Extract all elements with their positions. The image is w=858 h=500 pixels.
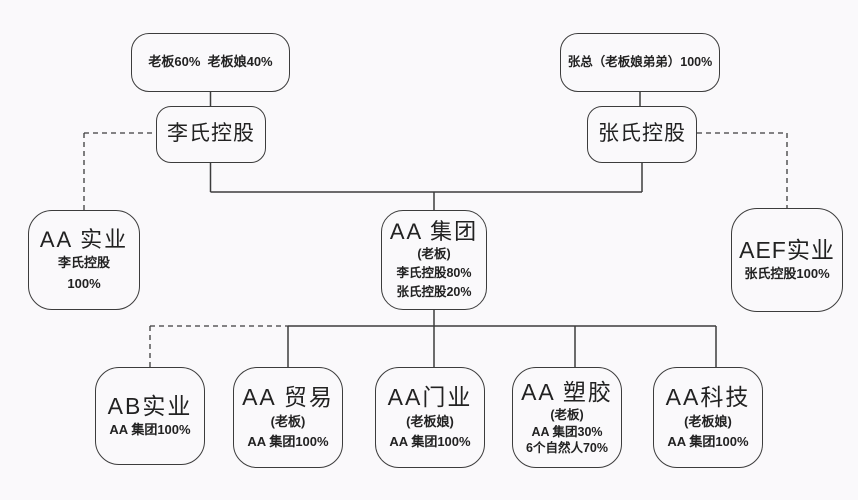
node-zhang-holding: 张氏控股 — [587, 106, 697, 163]
node-role: (老板) — [270, 413, 306, 429]
node-aa-group: AA 集团 (老板) 李氏控股80% 张氏控股20% — [381, 210, 487, 310]
node-zhang-shareholder: 张总（老板娘弟弟）100% — [560, 33, 720, 92]
node-aa-plastics: AA 塑胶 (老板) AA 集团30% 6个自然人70% — [512, 367, 622, 468]
node-owner: AA 集团100% — [389, 433, 471, 449]
node-owner: 6个自然人70% — [526, 440, 608, 455]
node-aa-trading: AA 贸易 (老板) AA 集团100% — [233, 367, 343, 468]
node-owner: 李氏控股 — [57, 255, 110, 271]
node-aa-door: AA门业 (老板娘) AA 集团100% — [375, 367, 485, 468]
node-aa-industry: AA 实业 李氏控股 100% — [28, 210, 140, 310]
node-title: AB实业 — [107, 392, 193, 419]
node-title: 张氏控股 — [598, 122, 686, 146]
node-title: AA 贸易 — [242, 384, 334, 411]
node-li-shareholders: 老板60% 老板娘40% — [131, 33, 290, 92]
node-owner: 李氏控股80% — [396, 266, 472, 281]
node-aef-industry: AEF实业 张氏控股100% — [731, 208, 843, 312]
node-role: (老板) — [550, 408, 584, 423]
node-li-holding: 李氏控股 — [156, 106, 266, 163]
node-title: AEF实业 — [739, 236, 835, 263]
node-title: AA科技 — [665, 384, 751, 411]
node-title: AA 实业 — [39, 227, 129, 253]
node-role: (老板娘) — [684, 413, 732, 429]
node-title: AA 塑胶 — [521, 378, 613, 405]
node-role: (老板娘) — [406, 413, 454, 429]
node-owner: AA 集团100% — [667, 433, 749, 449]
node-label: 张总（老板娘弟弟）100% — [567, 54, 713, 69]
node-owner-share: 100% — [67, 275, 101, 291]
node-role: (老板) — [417, 247, 451, 262]
node-title: 李氏控股 — [167, 122, 255, 146]
node-ab-industry: AB实业 AA 集团100% — [95, 367, 205, 465]
node-label: 老板60% 老板娘40% — [148, 54, 273, 70]
node-owner: 张氏控股20% — [396, 285, 472, 300]
node-owner: AA 集团30% — [531, 424, 603, 439]
node-owner: AA 集团100% — [247, 433, 329, 449]
node-owner: 张氏控股100% — [744, 266, 830, 282]
node-aa-tech: AA科技 (老板娘) AA 集团100% — [653, 367, 763, 468]
node-owner: AA 集团100% — [109, 422, 191, 438]
node-title: AA门业 — [387, 384, 473, 411]
node-title: AA 集团 — [389, 219, 479, 245]
